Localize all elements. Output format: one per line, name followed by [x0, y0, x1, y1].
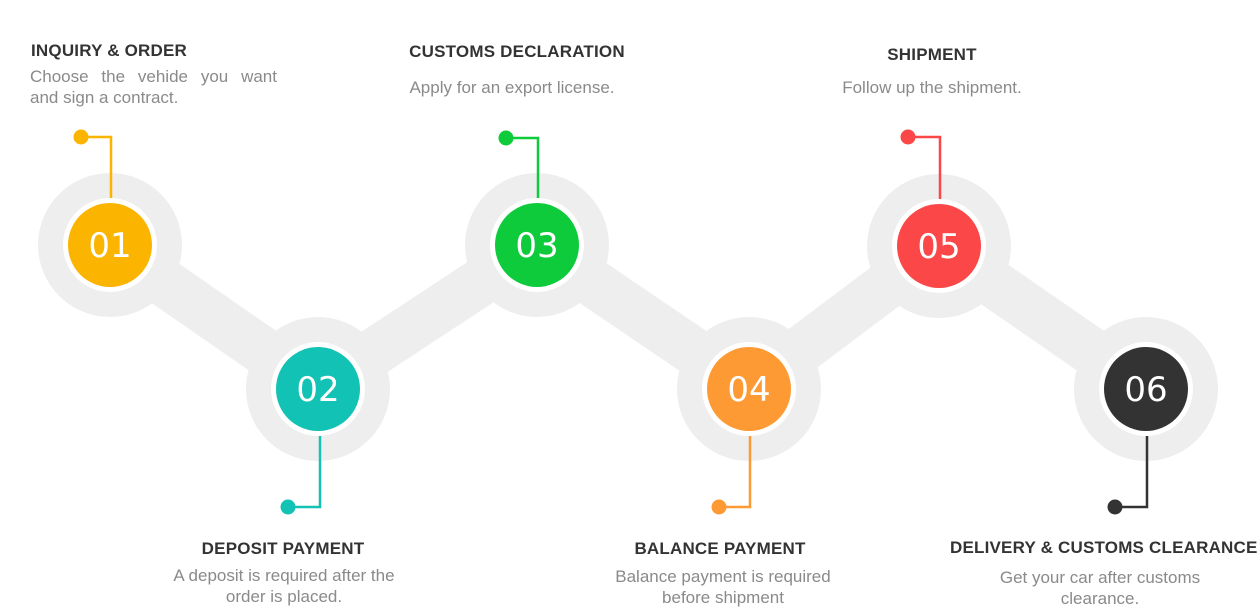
step-6-leader-line [1115, 436, 1149, 509]
step-1-description: Choose the vehide you want and sign a co… [30, 67, 277, 107]
step-3-leader-dot [498, 130, 514, 146]
step-2-description: A deposit is required after the order is… [173, 566, 395, 606]
step-5-leader-line [908, 135, 942, 199]
step-1-title: INQUIRY & ORDER [31, 41, 188, 60]
step-6-number: 06 [1124, 370, 1167, 410]
step-2-leader-line [288, 436, 322, 509]
step-1-leader-line [81, 135, 113, 198]
step-6-leader-dot [1107, 499, 1123, 515]
step-4-circle [707, 347, 791, 431]
step-3-title: CUSTOMS DECLARATION [409, 42, 625, 61]
step-4-leader-dot [711, 499, 727, 515]
step-3-circle [495, 203, 579, 287]
step-3-description: Apply for an export license. [409, 78, 615, 97]
step-3-number: 03 [515, 226, 558, 266]
step-4-leader-line [719, 436, 752, 509]
step-4-description: Balance payment is required before shipm… [615, 567, 831, 607]
step-2-number: 02 [296, 370, 339, 410]
step-5-number: 05 [917, 227, 960, 267]
step-6-title: DELIVERY & CUSTOMS CLEARANCE [950, 538, 1258, 557]
step-6-circle [1104, 347, 1188, 431]
step-5-description: Follow up the shipment. [842, 78, 1022, 97]
step-5-leader-dot [900, 129, 916, 145]
step-1-leader-dot [73, 129, 89, 145]
step-2-title: DEPOSIT PAYMENT [201, 539, 365, 558]
step-4-number: 04 [727, 370, 770, 410]
step-1-circle [68, 203, 152, 287]
step-2-leader-dot [280, 499, 296, 515]
step-4-title: BALANCE PAYMENT [634, 539, 806, 558]
step-5-circle [897, 204, 981, 288]
step-2-circle [276, 347, 360, 431]
step-1-number: 01 [88, 226, 131, 266]
step-5-title: SHIPMENT [887, 45, 977, 64]
step-6-description: Get your car after customs clearance. [999, 568, 1201, 608]
step-3-leader-line [506, 136, 540, 198]
